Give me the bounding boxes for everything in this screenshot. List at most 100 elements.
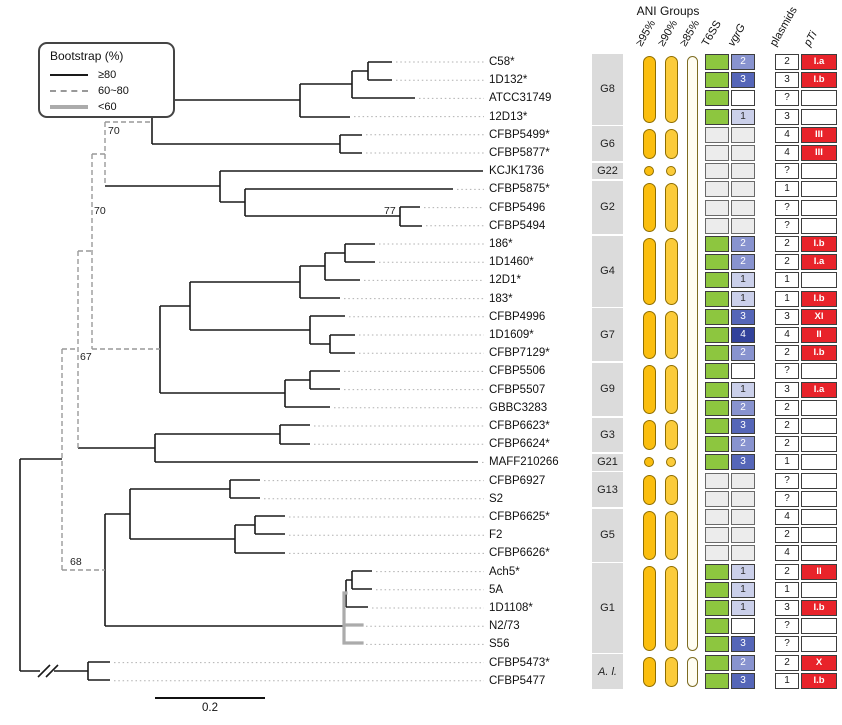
taxon-label: C58*	[489, 56, 515, 68]
group-label: G7	[600, 328, 615, 341]
taxon-label: 186*	[489, 238, 513, 250]
taxon-label: CFBP6626*	[489, 547, 550, 560]
pti-cell: I.b	[801, 672, 837, 689]
taxon-label: S2	[489, 492, 504, 505]
taxon-label: 1D1609*	[489, 329, 534, 341]
group-label: G8	[600, 83, 615, 96]
ani90-pill	[664, 56, 678, 123]
plasmids-cell: ?	[775, 163, 799, 180]
leader-lines	[114, 61, 484, 682]
scale-bar-label: 0.2	[202, 702, 218, 714]
vgrg-cell: 3	[731, 672, 755, 689]
ani90-pill	[664, 511, 678, 560]
group-band: G3	[592, 417, 623, 453]
vgrg-cell: 3	[731, 72, 755, 89]
taxon-label: CFBP5875*	[489, 183, 550, 196]
taxon-label: CFBP5499*	[489, 128, 550, 141]
ani90-pill	[664, 565, 678, 651]
pti-cell	[801, 272, 837, 289]
bootstrap-value: 68	[70, 556, 82, 568]
group-label: G21	[597, 456, 618, 469]
plasmids-cell: 2	[775, 418, 799, 434]
t6ss-cell	[705, 90, 729, 107]
plasmids-cell: 4	[775, 327, 799, 343]
ani95-pill	[642, 56, 656, 123]
vgrg-cell: 2	[731, 254, 755, 271]
plasmids-cell: 1	[775, 272, 799, 289]
taxon-label: CFBP5473*	[489, 656, 550, 669]
pti-cell	[801, 399, 837, 416]
pti-cell	[801, 163, 837, 180]
vgrg-cell: 1	[731, 381, 755, 398]
ani95-pill	[642, 565, 656, 651]
vgrg-cell: 1	[731, 272, 755, 289]
ani85-pill	[686, 656, 698, 687]
legend-item-high: ≥80	[50, 67, 163, 83]
ani90-pill	[664, 128, 678, 160]
vgrg-cell: 2	[731, 54, 755, 70]
plasmids-cell: 4	[775, 509, 799, 525]
taxon-label: ATCC31749	[489, 92, 552, 105]
vgrg-cell	[731, 163, 755, 180]
pti-cell: I.a	[801, 381, 837, 398]
bootstrap-value: 77	[384, 205, 396, 217]
plasmids-cell: 4	[775, 145, 799, 161]
group-band: G21	[592, 453, 623, 471]
pti-cell: I.a	[801, 254, 837, 271]
t6ss-cell	[705, 672, 729, 689]
taxon-label: 12D13*	[489, 110, 528, 123]
t6ss-cell	[705, 454, 729, 471]
vgrg-cell: 1	[731, 581, 755, 598]
t6ss-cell	[705, 181, 729, 198]
group-band: G13	[592, 472, 623, 507]
taxon-label: CFBP6623*	[489, 420, 550, 432]
taxon-label: KCJK1736	[489, 165, 544, 178]
t6ss-cell	[705, 108, 729, 125]
taxon-label: CFBP5877*	[489, 147, 550, 159]
vgrg-cell	[731, 145, 755, 161]
t6ss-cell	[705, 600, 729, 616]
group-label: G6	[600, 137, 615, 150]
group-band: G5	[592, 508, 623, 562]
plasmids-cell: 1	[775, 454, 799, 471]
vgrg-cell	[731, 472, 755, 489]
t6ss-cell	[705, 217, 729, 234]
t6ss-cell	[705, 436, 729, 453]
t6ss-cell	[705, 618, 729, 635]
pti-cell	[801, 490, 837, 507]
ani90-pill	[664, 420, 678, 451]
pti-cell: I.b	[801, 290, 837, 307]
t6ss-cell	[705, 490, 729, 507]
pti-cell: X	[801, 654, 837, 671]
taxon-label: GBBC3283	[489, 401, 548, 414]
taxon-label: CFBP6927	[489, 474, 546, 487]
t6ss-cell	[705, 654, 729, 671]
plasmids-cell: 1	[775, 290, 799, 307]
pti-cell: III	[801, 126, 837, 143]
legend-item-low: <60	[50, 99, 163, 115]
vgrg-cell: 1	[731, 108, 755, 125]
ani90-pill	[666, 166, 676, 177]
t6ss-cell	[705, 54, 729, 70]
plasmids-cell: ?	[775, 490, 799, 507]
t6ss-cell	[705, 527, 729, 544]
plasmids-cell: 4	[775, 126, 799, 143]
t6ss-cell	[705, 327, 729, 343]
plasmids-cell: 2	[775, 345, 799, 362]
ani95-pill	[642, 365, 656, 414]
tree-branches-very-low-support	[342, 591, 364, 645]
pti-cell	[801, 199, 837, 216]
t6ss-cell	[705, 126, 729, 143]
pti-cell	[801, 618, 837, 635]
vgrg-cell	[731, 363, 755, 380]
group-label: G9	[600, 383, 615, 396]
taxon-label: CFBP5496	[489, 201, 546, 214]
taxon-label: CFBP5477	[489, 674, 546, 687]
ani90-pill	[666, 457, 676, 468]
taxon-label: 1D1108*	[489, 602, 533, 614]
group-label: G22	[597, 165, 618, 178]
pti-cell	[801, 217, 837, 234]
t6ss-cell	[705, 290, 729, 307]
pti-cell: I.b	[801, 345, 837, 362]
